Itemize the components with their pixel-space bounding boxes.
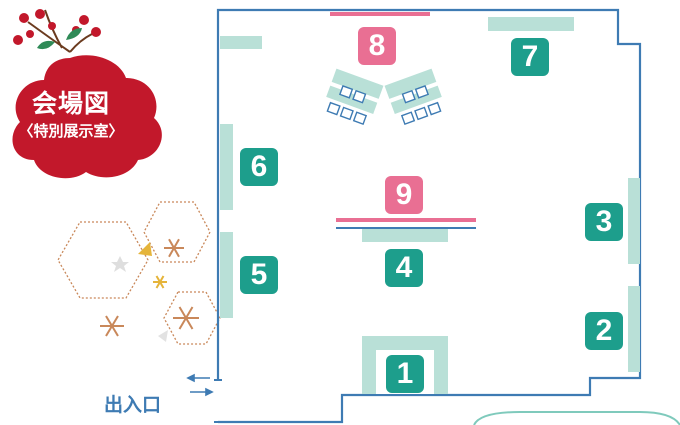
triangle-decoration xyxy=(138,242,152,256)
panel-booth-7 xyxy=(488,17,574,31)
star-decoration xyxy=(111,256,129,272)
booth-9-badge[interactable]: 9 xyxy=(385,176,423,214)
panel-booth-4 xyxy=(362,229,448,242)
map-title: 会場図 xyxy=(31,89,110,118)
panel-top-left xyxy=(220,36,262,49)
info-box-edge xyxy=(473,411,680,425)
hexagon-decorations xyxy=(57,201,221,345)
room-walls xyxy=(216,8,642,424)
panel-booth-6 xyxy=(220,124,233,210)
entrance-label: 出入口 xyxy=(104,394,162,416)
booth-1-badge[interactable]: 1 xyxy=(386,355,424,393)
booth-7-badge[interactable]: 7 xyxy=(511,38,549,76)
seating-left xyxy=(326,68,384,126)
panel-booth-5 xyxy=(220,232,233,318)
title-blob xyxy=(12,55,162,179)
entrance-arrows-icon xyxy=(186,373,214,397)
triangle-decoration-small xyxy=(158,330,168,342)
map-subtitle: 〈特別展示室〉 xyxy=(18,122,124,140)
seating-right xyxy=(384,68,442,126)
booth-5-badge[interactable]: 5 xyxy=(240,256,278,294)
panel-booth-3 xyxy=(628,178,640,264)
panel-booth-2 xyxy=(628,286,640,372)
booth-4-badge[interactable]: 4 xyxy=(385,249,423,287)
booth-2-badge[interactable]: 2 xyxy=(585,312,623,350)
booth-8-bar xyxy=(330,12,430,16)
booth-9-bar xyxy=(336,218,476,222)
booth-6-badge[interactable]: 6 xyxy=(240,148,278,186)
booth-8-badge[interactable]: 8 xyxy=(358,27,396,65)
booth-3-badge[interactable]: 3 xyxy=(585,203,623,241)
snowflake-icons xyxy=(100,238,199,337)
berry-branch-decoration xyxy=(13,9,101,53)
